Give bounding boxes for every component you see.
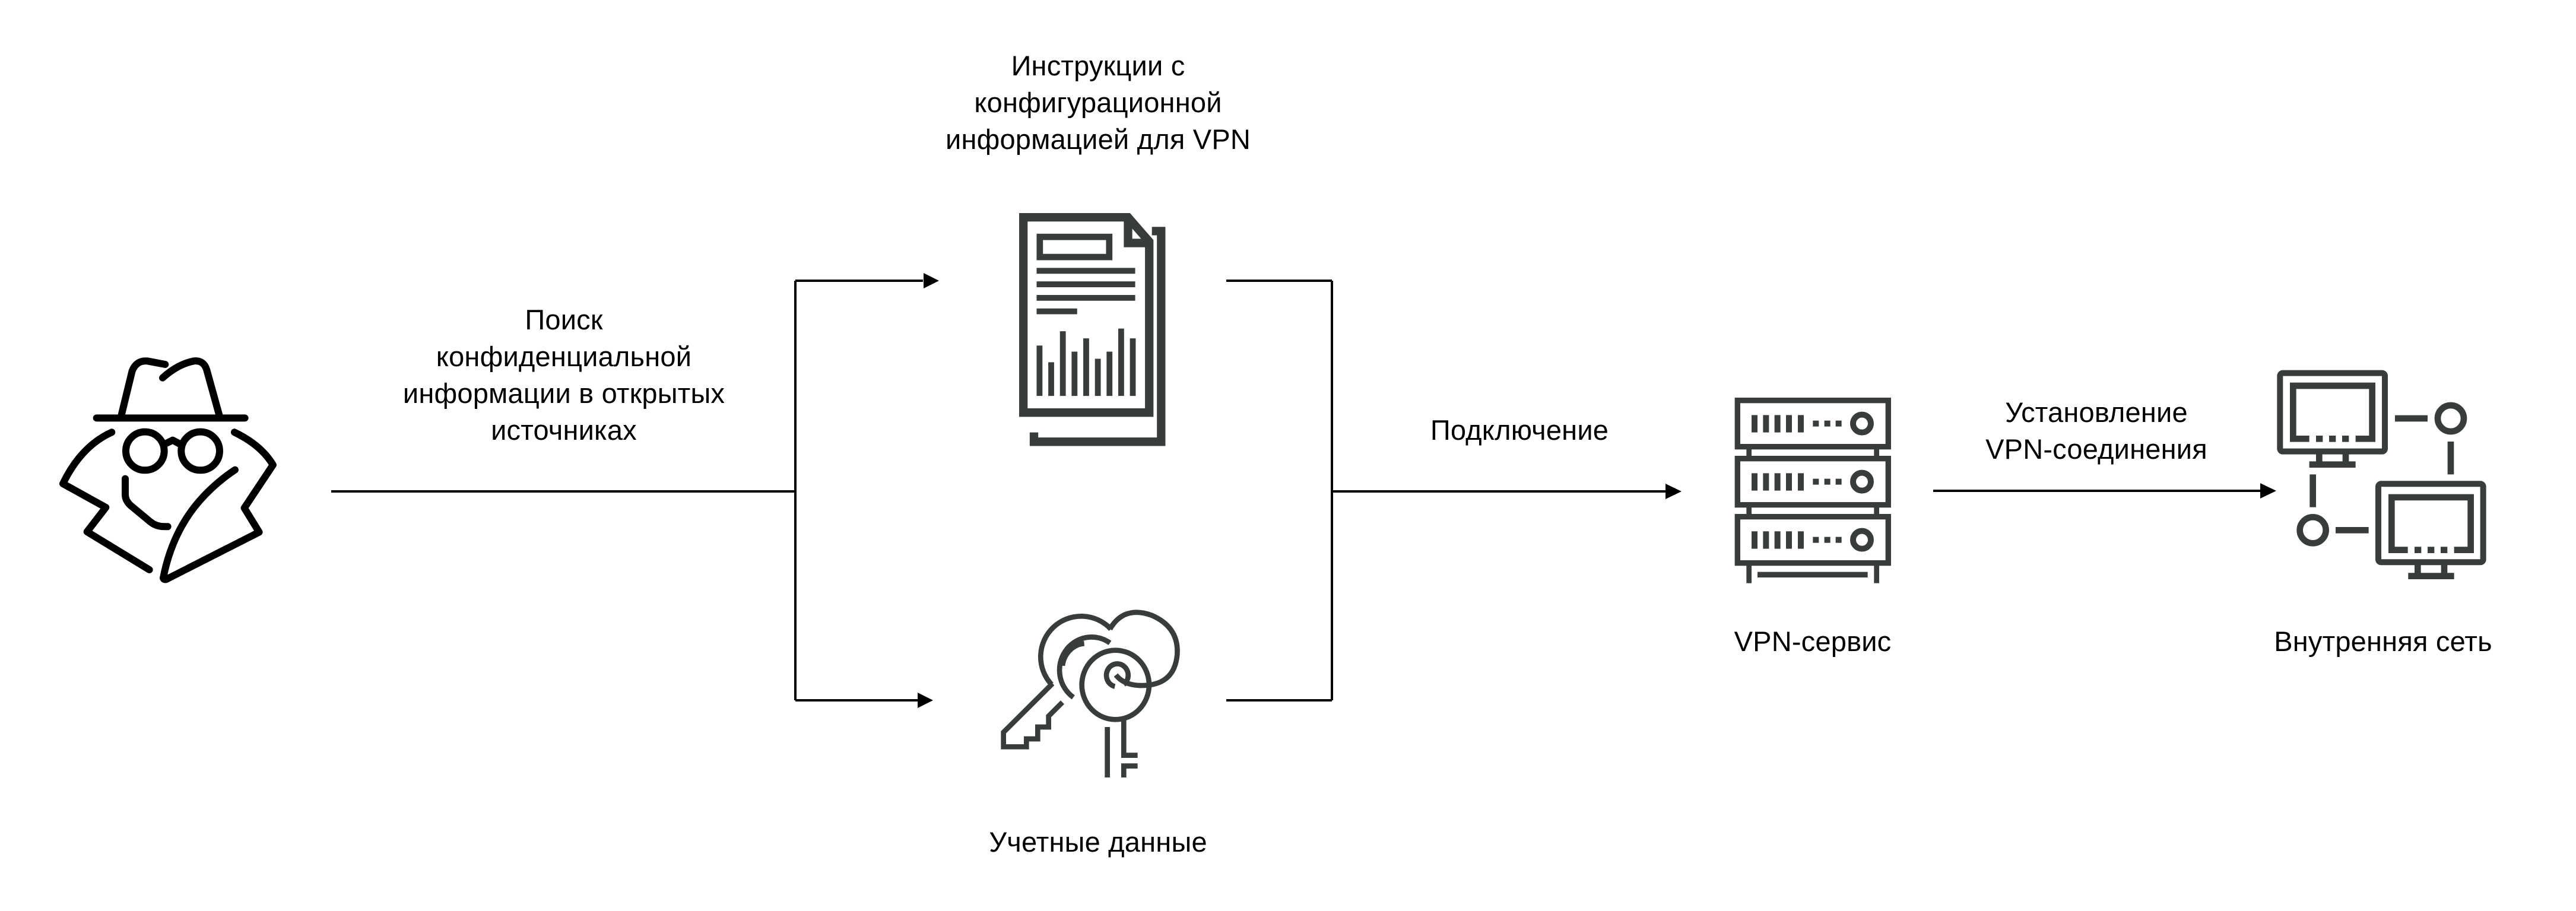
edge-label-establish: Установление VPN-соединения: [1918, 394, 2274, 468]
edge-label-connect: Подключение: [1341, 412, 1698, 449]
node-label-line: конфигурационной: [974, 87, 1222, 118]
node-label-line: Инструкции с: [1011, 50, 1185, 81]
node-label-line: VPN-сервис: [1734, 626, 1892, 657]
node-label-line: Учетные данные: [989, 826, 1207, 858]
node-label-vpn-service: VPN-сервис: [1635, 623, 1991, 660]
keys-icon: [1001, 610, 1180, 777]
node-label-vpn-instructions: Инструкции с конфигурационной информацие…: [861, 47, 1335, 158]
node-label-line: информацией для VPN: [945, 123, 1251, 155]
node-label-line: Внутренняя сеть: [2274, 626, 2492, 657]
edge-label-search-line: конфиденциальной: [436, 341, 692, 372]
edge-label-search-line: Поиск: [525, 304, 603, 335]
edge-label-establish-line: Установление: [2005, 396, 2188, 428]
edge-label-connect-line: Подключение: [1430, 414, 1609, 446]
edge-label-search: Поиск конфиденциальной информации в откр…: [332, 301, 795, 449]
spy-icon: [59, 357, 277, 583]
connectors: [331, 273, 2276, 708]
arrowhead-to-vpn-service: [1665, 484, 1682, 499]
arrowhead-to-internal-network: [2260, 483, 2276, 499]
network-computers-icon: [2277, 370, 2486, 579]
node-label-credentials: Учетные данные: [861, 824, 1335, 861]
edge-label-search-line: информации в открытых: [402, 377, 725, 409]
node-label-internal-network: Внутренняя сеть: [2205, 623, 2561, 660]
server-rack-icon: [1734, 397, 1891, 583]
arrowhead-to-credentials: [918, 693, 933, 708]
document-icon: [1019, 212, 1166, 446]
edge-label-search-line: источниках: [491, 414, 637, 446]
edge-label-establish-line: VPN-соединения: [1985, 433, 2207, 465]
arrowhead-to-instructions: [924, 273, 939, 288]
